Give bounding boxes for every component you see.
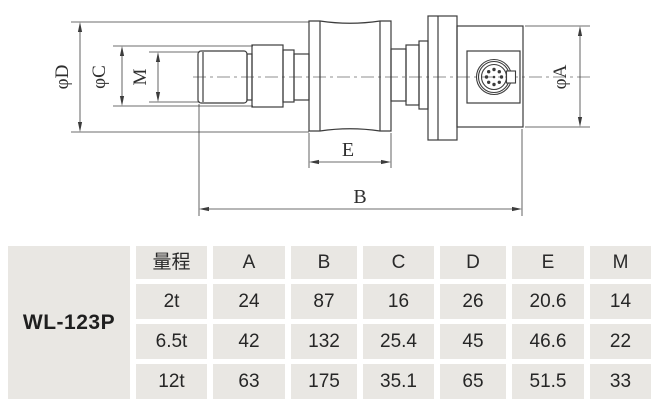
spec-cell: 46.6 (512, 324, 584, 359)
spec-cell-range: 6.5t (136, 324, 207, 359)
spec-cell: 87 (291, 284, 357, 319)
connector-panel (466, 50, 521, 104)
dim-label-M: M (130, 68, 151, 85)
spec-cell: 35.1 (363, 364, 434, 399)
spec-cell: 22 (590, 324, 651, 359)
connector-key-notch (505, 70, 517, 84)
technical-drawing-svg: φD φC M φA E B (52, 15, 592, 216)
dim-label-E: E (342, 139, 354, 161)
spec-cell: 42 (213, 324, 285, 359)
col-header-A: A (213, 246, 285, 279)
step-right-b (418, 40, 429, 110)
collar (251, 44, 284, 108)
dimension-lines (71, 21, 590, 216)
step-right-a (405, 44, 420, 106)
dim-label-phiC: φC (89, 65, 110, 89)
dim-label-phiA: φA (550, 64, 571, 89)
col-header-D: D (440, 246, 506, 279)
spec-cell: 51.5 (512, 364, 584, 399)
dim-label-B: B (353, 186, 366, 208)
spec-cell: 45 (440, 324, 506, 359)
spec-cell-range: 2t (136, 284, 207, 319)
spec-cell-range: 12t (136, 364, 207, 399)
spec-cell: 26 (440, 284, 506, 319)
shaft-right (390, 48, 407, 102)
device-outline (197, 15, 524, 141)
col-header-E: E (512, 246, 584, 279)
spec-cell: 132 (291, 324, 357, 359)
spec-cell: 63 (213, 364, 285, 399)
col-header-M: M (590, 246, 651, 279)
spec-cell: 24 (213, 284, 285, 319)
step-left (282, 49, 295, 103)
main-body (456, 25, 524, 128)
dimension-arrowheads (77, 22, 583, 212)
flange (427, 15, 458, 141)
spec-cell: 25.4 (363, 324, 434, 359)
spec-cell: 65 (440, 364, 506, 399)
load-cell-dimension-drawing: φD φC M φA E B (52, 15, 592, 216)
connector-face (475, 58, 517, 96)
spec-cell: 20.6 (512, 284, 584, 319)
model-cell: WL-123P (8, 246, 130, 399)
center-drum (308, 20, 392, 132)
col-header-range: 量程 (136, 246, 207, 279)
spec-table: WL-123P 量程 A B C D E M 2t 24 87 16 26 20… (8, 246, 651, 399)
spec-cell: 16 (363, 284, 434, 319)
spec-cell: 33 (590, 364, 651, 399)
dim-label-phiD: φD (52, 65, 73, 90)
connector-pins (484, 67, 504, 87)
spec-cell: 175 (291, 364, 357, 399)
col-header-B: B (291, 246, 357, 279)
spec-cell: 14 (590, 284, 651, 319)
col-header-C: C (363, 246, 434, 279)
